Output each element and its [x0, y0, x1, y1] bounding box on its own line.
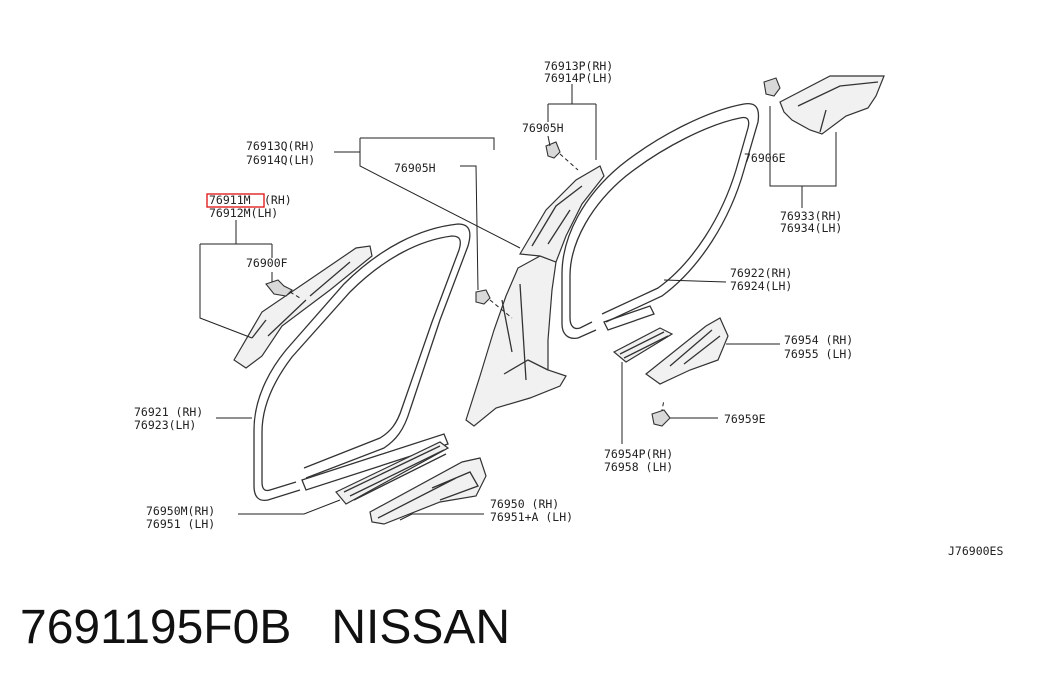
label-76934: 76934(LH) — [780, 221, 842, 235]
label-76954p: 76954P(RH) — [604, 447, 673, 461]
rear-weatherstrip-inner — [569, 116, 750, 330]
label-76924: 76924(LH) — [730, 279, 792, 293]
leader-lines — [199, 84, 837, 521]
rear-pillar-detail — [797, 81, 879, 133]
front-pillar-trim — [233, 245, 373, 369]
label-76913q: 76913Q(RH) — [246, 139, 315, 153]
rear-step-detail — [669, 329, 721, 367]
rear-kick-plate-ribs — [619, 331, 669, 359]
label-76911m-rh: (RH) — [264, 193, 292, 207]
rear-seal-strip — [603, 305, 655, 331]
label-76950m: 76950M(RH) — [146, 504, 215, 518]
label-76954: 76954 (RH) — [784, 333, 853, 347]
label-76955: 76955 (LH) — [784, 347, 853, 361]
rear-pillar-trim — [779, 75, 885, 135]
label-76906e: 76906E — [744, 151, 786, 165]
front-seal-strip — [301, 433, 449, 491]
label-76923: 76923(LH) — [134, 418, 196, 432]
label-76958: 76958 (LH) — [604, 460, 673, 474]
clip-76900f — [265, 279, 293, 297]
callout-labels: 76913P(RH) 76914P(LH) 76905H 76913Q(RH) … — [134, 59, 1003, 558]
clip-76906e — [763, 77, 781, 97]
label-76951-lh: 76951 (LH) — [146, 517, 215, 531]
center-pillar-upper-inner — [531, 185, 583, 247]
label-76950: 76950 (RH) — [490, 497, 559, 511]
part-caption: 7691195F0B NISSAN — [20, 598, 510, 658]
front-kick-plate-ribs — [343, 445, 447, 501]
label-76933: 76933(RH) — [780, 209, 842, 223]
label-76921: 76921 (RH) — [134, 405, 203, 419]
label-76911m: 76911M — [209, 193, 251, 207]
dash-lines — [289, 153, 665, 421]
front-pillar-edge — [251, 261, 351, 339]
label-76914p: 76914P(LH) — [544, 71, 613, 85]
center-pillar-lower — [465, 255, 567, 427]
part-number: 7691195F0B — [20, 601, 292, 654]
diagram-code: J76900ES — [948, 544, 1003, 558]
label-76900f: 76900F — [246, 256, 288, 270]
label-76912m: 76912M(LH) — [209, 206, 278, 220]
label-76905h-mid: 76905H — [394, 161, 436, 175]
center-pillar-upper — [519, 165, 605, 263]
brand-name: NISSAN — [331, 601, 511, 654]
label-76905h-top: 76905H — [522, 121, 564, 135]
clip-76905h-mid — [475, 289, 491, 305]
front-step-detail — [377, 471, 479, 519]
front-weatherstrip-inner — [261, 235, 461, 492]
label-76951a: 76951+A (LH) — [490, 510, 573, 524]
label-76959e: 76959E — [724, 412, 766, 426]
front-weatherstrip — [253, 223, 471, 502]
clip-76905h-top — [545, 141, 561, 159]
rear-weatherstrip — [561, 102, 760, 340]
clip-76959e — [651, 409, 671, 427]
highlight-box — [206, 193, 265, 208]
center-pillar-detail — [501, 283, 549, 381]
label-76913p: 76913P(RH) — [544, 59, 613, 73]
label-76922: 76922(RH) — [730, 266, 792, 280]
rear-kick-plate — [612, 327, 674, 363]
label-76914q: 76914Q(LH) — [246, 153, 315, 167]
